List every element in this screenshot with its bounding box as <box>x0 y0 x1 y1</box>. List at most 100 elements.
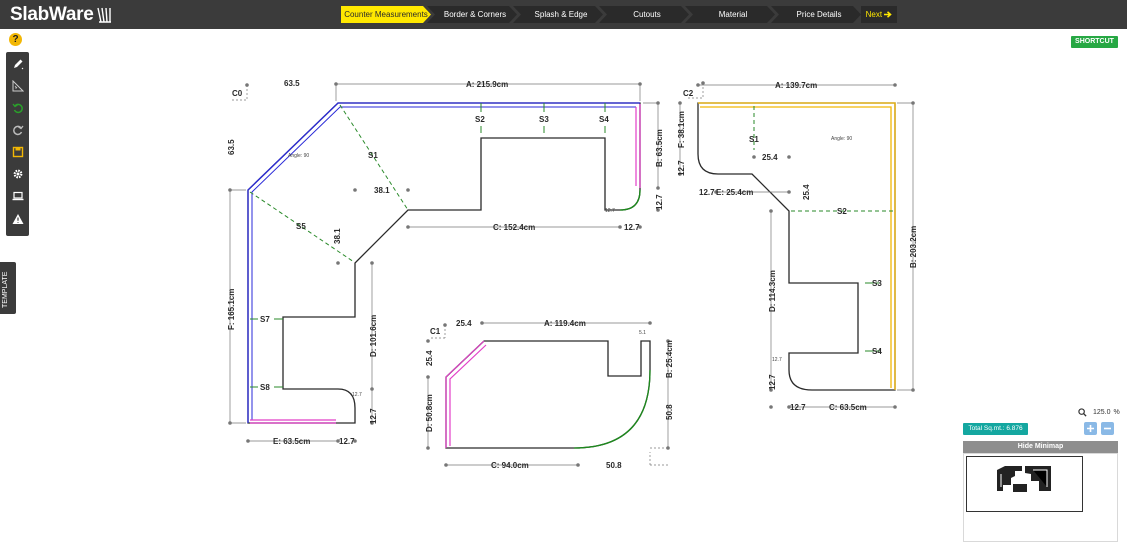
save-icon <box>12 146 23 158</box>
zoom-in-button[interactable] <box>1084 422 1097 435</box>
piece-1-blue-edge <box>247 102 640 423</box>
p2-side-left: 25.4 <box>425 350 434 366</box>
hide-minimap-button[interactable]: Hide Minimap <box>963 441 1118 453</box>
next-button[interactable]: Next <box>861 6 897 23</box>
step-splash-edge[interactable]: Splash & Edge <box>513 6 603 23</box>
p3-dim-127b: 12.7 <box>790 403 806 412</box>
p1-dim-127b: 12.7 <box>339 437 355 446</box>
p1-dim-127d: 12.7 <box>369 408 378 424</box>
p1-dim-b: B: 63.5cm <box>655 129 664 167</box>
p3-seam-lines <box>753 106 893 212</box>
p3-dim-e: E: 25.4cm <box>716 188 753 197</box>
p3-dim-a: A: 139.7cm <box>775 81 817 90</box>
p1-small-127a: 12.7 <box>605 208 615 214</box>
p1-dim-c: C: 152.4cm <box>493 223 535 232</box>
p2-dim-c: C: 94.0cm <box>491 461 529 470</box>
p1-dim-381a: 38.1 <box>374 186 390 195</box>
template-tab[interactable]: TEMPLATE <box>0 262 16 314</box>
piece-2-pink-edge <box>445 340 487 448</box>
top-bar: SlabWare Counter Measurements Border & C… <box>0 0 1127 29</box>
minimap-preview <box>997 466 1051 492</box>
minimap-panel[interactable] <box>963 453 1118 542</box>
p3-dim-127a: 12.7 <box>699 188 715 197</box>
piece-3-yellow-edge <box>698 102 896 390</box>
p1-dim-d: D: 101.6cm <box>369 315 378 357</box>
p1-corner-label: C0 <box>232 89 243 98</box>
step-price-details[interactable]: Price Details <box>771 6 861 23</box>
p3-seam-s4: S4 <box>872 347 882 356</box>
piece-3-outline <box>697 102 896 391</box>
p1-seam-s3: S3 <box>539 115 549 124</box>
p3-seam-s3: S3 <box>872 279 882 288</box>
p3-dim-d: D: 114.3cm <box>768 270 777 312</box>
undo-icon <box>11 103 23 114</box>
laptop-tool[interactable] <box>6 185 29 207</box>
p2-radius-508b: 50.8 <box>665 404 674 420</box>
p2-dim-51: 5.1 <box>639 330 646 336</box>
p1-seam-s5: S5 <box>296 222 306 231</box>
left-toolbar <box>6 52 29 236</box>
redo-icon <box>12 125 24 136</box>
p1-dim-381b: 38.1 <box>333 228 342 244</box>
p1-top-left-dim: 63.5 <box>284 79 300 88</box>
p1-dim-f: F: 165.1cm <box>227 289 236 330</box>
p2-corner-label: C1 <box>430 327 441 336</box>
piece-1[interactable]: C0 63.5 A: 215.9cm S2 S3 S4 S1 38.1 S5 C… <box>227 79 664 446</box>
p3-angle: Angle: 90 <box>831 136 852 142</box>
warning-tool[interactable] <box>6 208 29 230</box>
minimap-viewport[interactable] <box>966 456 1083 512</box>
p3-dim-254a: 25.4 <box>762 153 778 162</box>
p3-seam-s1: S1 <box>749 135 759 144</box>
p3-dim-127d: 12.7 <box>768 374 777 390</box>
warning-icon <box>12 214 23 224</box>
measure-tool[interactable] <box>6 75 29 97</box>
undo-tool[interactable] <box>6 97 29 119</box>
brand-name: SlabWare <box>10 4 94 25</box>
p3-seam-s2: S2 <box>837 207 847 216</box>
pencil-tool[interactable] <box>6 53 29 75</box>
zoom-out-button[interactable] <box>1101 422 1114 435</box>
p1-dim-127c: 12.7 <box>655 194 664 210</box>
p1-angle: Angle: 90 <box>288 153 309 159</box>
p1-dim-e: E: 63.5cm <box>273 437 310 446</box>
p1-side-left: 63.5 <box>227 139 236 155</box>
p1-seam-s2: S2 <box>475 115 485 124</box>
slab-logo-icon <box>97 7 112 23</box>
step-counter-measurements[interactable]: Counter Measurements <box>341 6 431 23</box>
next-label: Next <box>865 10 883 19</box>
help-button[interactable]: ? <box>9 33 22 46</box>
p1-seam-s7: S7 <box>260 315 270 324</box>
brand-logo[interactable]: SlabWare <box>10 4 114 26</box>
piece-3[interactable]: C2 A: 139.7cm S1 25.4 12.7 E: 25.4cm S2 … <box>677 81 918 412</box>
p3-small-127: 12.7 <box>772 357 782 363</box>
p1-seam-s8: S8 <box>260 383 270 392</box>
settings-tool[interactable] <box>6 163 29 185</box>
p2-dim-d: D: 50.8cm <box>425 394 434 432</box>
magnifier-icon <box>1078 408 1087 417</box>
settings-icon <box>13 169 22 179</box>
pencil-icon <box>13 59 23 70</box>
p3-dim-254b: 25.4 <box>802 184 811 200</box>
redo-tool[interactable] <box>6 119 29 141</box>
p1-small-127b: 12.7 <box>352 392 362 398</box>
step-cutouts[interactable]: Cutouts <box>599 6 689 23</box>
piece-2[interactable]: C1 25.4 A: 119.4cm C: 94.0cm 50.8 25.4 D… <box>425 319 674 470</box>
step-border-corners[interactable]: Border & Corners <box>427 6 517 23</box>
measure-icon <box>12 80 24 92</box>
shortcut-button[interactable]: SHORTCUT <box>1071 36 1118 48</box>
step-material[interactable]: Material <box>685 6 775 23</box>
piece-1-pink-edge <box>635 104 641 188</box>
wizard-steps: Counter Measurements Border & Corners Sp… <box>341 6 897 23</box>
p2-dim-a: A: 119.4cm <box>544 319 586 328</box>
piece-2-outline <box>445 340 651 449</box>
laptop-icon <box>12 191 23 201</box>
p1-dim-127a: 12.7 <box>624 223 640 232</box>
p2-dim-b: B: 25.4cm <box>665 340 674 378</box>
p3-dim-c: C: 63.5cm <box>829 403 867 412</box>
p1-seam-s1: S1 <box>368 151 378 160</box>
p3-dim-b: B: 203.2cm <box>909 226 918 268</box>
save-tool[interactable] <box>6 141 29 163</box>
piece-1-outline <box>247 102 641 424</box>
